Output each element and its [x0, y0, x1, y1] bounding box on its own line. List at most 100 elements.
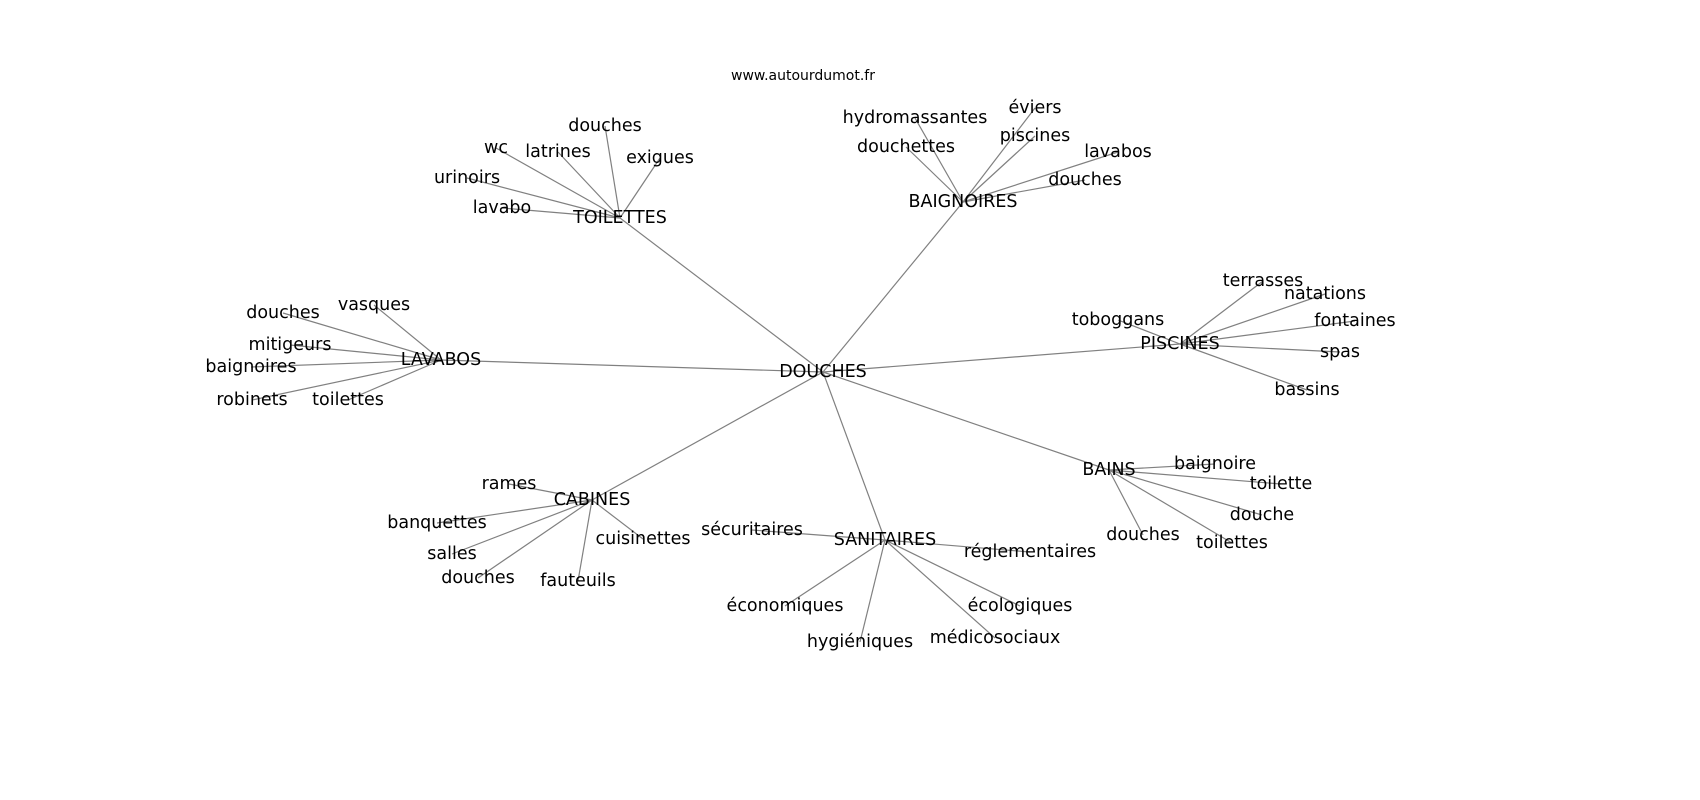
node-leaf: écologiques	[968, 596, 1073, 616]
node-leaf: toilettes	[312, 390, 384, 410]
node-hub-piscines: PISCINES	[1140, 334, 1219, 354]
node-leaf: rames	[482, 474, 537, 494]
node-leaf: fauteuils	[540, 571, 616, 591]
node-leaf: lavabo	[473, 198, 531, 218]
node-leaf: wc	[484, 138, 508, 158]
edge-lavabos-leaf	[251, 359, 442, 401]
edge-sanitaires-leaf	[859, 539, 886, 643]
node-center: DOUCHES	[779, 362, 867, 382]
edge-baignoires-leaf	[905, 146, 964, 203]
edge-toilettes-leaf	[501, 207, 621, 219]
node-leaf: douches	[1106, 525, 1180, 545]
edge-center-sanitaires	[822, 371, 886, 541]
edge-baignoires-leaf	[962, 151, 1119, 203]
node-leaf: douches	[568, 116, 642, 136]
edge-baignoires-leaf	[962, 179, 1086, 203]
edge-center-baignoires	[822, 201, 964, 373]
node-labels: DOUCHES TOILETTES wc latrines douches exigues…	[205, 98, 1395, 652]
edge-cabines-leaf	[577, 499, 593, 582]
node-hub-lavabos: LAVABOS	[401, 350, 481, 370]
edge-cabines-leaf	[591, 499, 644, 540]
edge-toilettes-leaf	[619, 157, 661, 219]
edge-sanitaires-leaf	[884, 539, 1021, 607]
edge-lavabos-leaf	[373, 304, 442, 361]
edge-piscines-leaf	[1179, 320, 1356, 345]
edge-toilettes-leaf	[604, 125, 621, 219]
node-leaf: banquettes	[387, 513, 487, 533]
edge-center-lavabos	[440, 359, 824, 373]
node-leaf: fontaines	[1314, 311, 1395, 331]
node-leaf: lavabos	[1084, 142, 1152, 162]
node-leaf: cuisinettes	[595, 529, 690, 549]
edge-center-cabines	[591, 371, 824, 501]
node-leaf: douchettes	[857, 137, 955, 157]
edge-piscines-leaf	[1117, 319, 1181, 345]
edge-cabines-leaf	[436, 499, 593, 524]
node-leaf: douches	[1048, 170, 1122, 190]
edge-piscines-leaf	[1179, 293, 1326, 345]
edge-lavabos-leaf	[250, 359, 442, 368]
node-leaf: robinets	[216, 390, 287, 410]
node-hub-bains: BAINS	[1082, 460, 1135, 480]
node-leaf: médicosociaux	[930, 628, 1061, 648]
edge-bains-leaf	[1108, 463, 1216, 471]
node-leaf: urinoirs	[434, 168, 500, 188]
node-leaf: toboggans	[1072, 310, 1165, 330]
node-leaf: terrasses	[1223, 271, 1304, 291]
edges	[250, 107, 1356, 643]
node-leaf: bassins	[1274, 380, 1339, 400]
edge-sanitaires-leaf	[884, 539, 1031, 553]
edge-sanitaires-leaf	[784, 539, 886, 607]
node-leaf: salles	[427, 544, 476, 564]
edge-bains-leaf	[1108, 469, 1144, 536]
edge-piscines-leaf	[1179, 343, 1308, 391]
edge-lavabos-leaf	[289, 344, 442, 361]
node-hub-cabines: CABINES	[554, 490, 631, 510]
node-leaf: latrines	[525, 142, 590, 162]
node-leaf: réglementaires	[964, 542, 1096, 562]
node-leaf: mitigeurs	[249, 335, 332, 355]
edge-sanitaires-leaf	[884, 539, 996, 639]
edge-baignoires-leaf	[962, 107, 1036, 203]
node-leaf: hygiéniques	[807, 632, 913, 652]
node-leaf: piscines	[1000, 126, 1071, 146]
edge-toilettes-leaf	[495, 147, 621, 219]
edge-lavabos-leaf	[282, 312, 442, 361]
edge-cabines-leaf	[451, 499, 593, 555]
node-leaf: baignoire	[1174, 454, 1256, 474]
node-leaf: économiques	[727, 596, 844, 616]
node-leaf: toilettes	[1196, 533, 1268, 553]
node-leaf: toilette	[1250, 474, 1313, 494]
edge-toilettes-leaf	[466, 177, 621, 219]
edge-bains-leaf	[1108, 469, 1282, 485]
edge-center-toilettes	[619, 217, 824, 373]
node-leaf: douche	[1230, 505, 1294, 525]
edge-bains-leaf	[1108, 469, 1233, 544]
edge-cabines-leaf	[508, 483, 593, 501]
edge-center-bains	[822, 371, 1110, 471]
edge-bains-leaf	[1108, 469, 1263, 516]
node-leaf: spas	[1320, 342, 1360, 362]
node-leaf: hydromassantes	[843, 108, 988, 128]
edge-piscines-leaf	[1179, 343, 1341, 353]
edge-center-piscines	[822, 343, 1181, 373]
edge-baignoires-leaf	[914, 117, 964, 203]
edge-lavabos-leaf	[347, 359, 442, 401]
node-leaf: douches	[441, 568, 515, 588]
site-title: www.autourdumot.fr	[731, 68, 875, 84]
node-leaf: éviers	[1008, 98, 1061, 118]
edge-baignoires-leaf	[962, 135, 1036, 203]
edge-sanitaires-leaf	[751, 529, 886, 541]
node-leaf: douches	[246, 303, 320, 323]
node-leaf: sécuritaires	[701, 520, 803, 540]
edge-piscines-leaf	[1179, 280, 1264, 345]
node-leaf: natations	[1284, 284, 1366, 304]
node-hub-sanitaires: SANITAIRES	[834, 530, 936, 550]
node-leaf: exigues	[626, 148, 694, 168]
edge-cabines-leaf	[477, 499, 593, 579]
node-hub-toilettes: TOILETTES	[572, 208, 667, 228]
edge-toilettes-leaf	[557, 151, 621, 219]
node-hub-baignoires: BAIGNOIRES	[908, 192, 1017, 212]
node-leaf: baignoires	[205, 357, 296, 377]
